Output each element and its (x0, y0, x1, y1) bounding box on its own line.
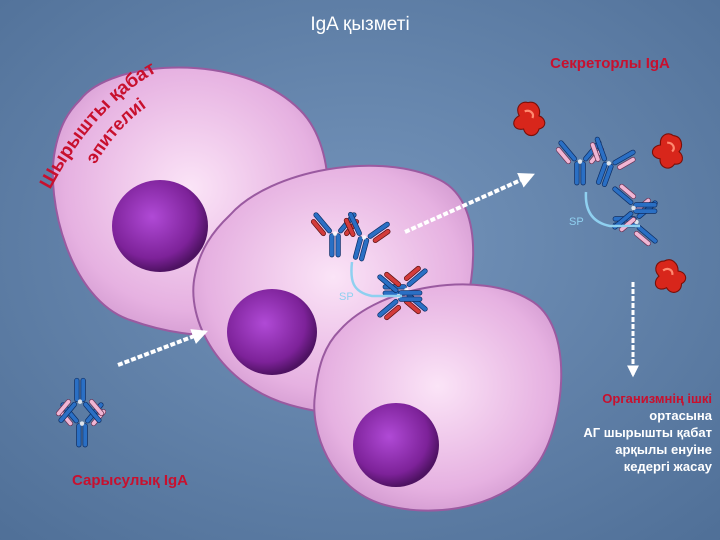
function-description: Организмнің ішкі ортасына АГ шырышты қаб… (520, 390, 712, 475)
nucleus (353, 403, 439, 487)
diagram-title: IgA қызметі (0, 14, 720, 36)
function-line-2: ортасына (520, 407, 712, 424)
nucleus (112, 180, 208, 272)
sp-label: SP (569, 216, 584, 228)
function-line-5: кедергі жасау (520, 458, 712, 475)
sp-label: SP (339, 291, 354, 303)
function-line-3: АГ шырышты қабат (520, 424, 712, 441)
nucleus (227, 289, 317, 375)
secretory-iga-label: Секреторлы IgA (520, 55, 700, 72)
function-line-1: Организмнің ішкі (520, 390, 712, 407)
serum-iga-label: Сарысулық IgA (40, 472, 220, 489)
function-line-4: арқылы енуіне (520, 441, 712, 458)
